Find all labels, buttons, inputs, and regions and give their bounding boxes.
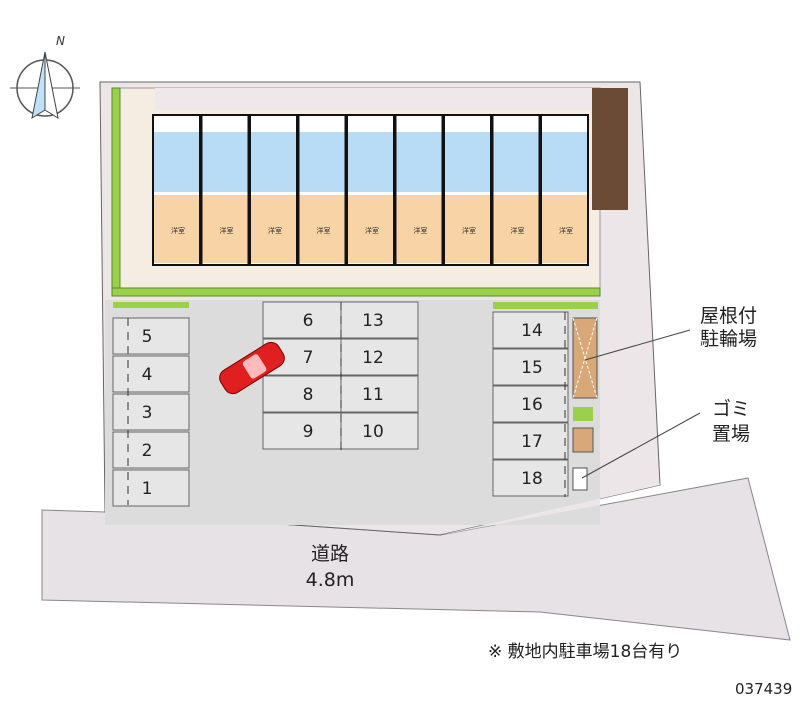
parking-slot: 12: [340, 338, 419, 376]
property-code: 037439: [735, 680, 793, 698]
room-label: 洋室: [317, 226, 331, 235]
room-label: 洋室: [220, 226, 234, 235]
parking-slot-number: 1: [142, 479, 153, 499]
hedge: [113, 302, 189, 308]
parking-slot: 17: [492, 422, 569, 460]
parking-slot: 10: [340, 412, 419, 450]
hedge: [111, 287, 601, 297]
apartment-unit: 洋室: [297, 114, 347, 266]
parking-slot-number: 3: [142, 403, 153, 423]
parking-slot: 16: [492, 385, 569, 423]
hedge: [111, 87, 121, 289]
room-label: 洋室: [171, 226, 185, 235]
road-width: 4.8m: [306, 569, 355, 591]
room-label: 洋室: [414, 226, 428, 235]
parking-slot-number: 7: [303, 348, 314, 368]
parking-slot-number: 18: [521, 469, 543, 489]
apartment-unit: 洋室: [249, 114, 298, 266]
hedge: [493, 302, 598, 309]
road-name: 道路: [311, 543, 349, 565]
parking-slot-number: 17: [521, 432, 543, 452]
parking-slot-number: 12: [362, 348, 384, 368]
parking-slot-number: 9: [303, 422, 314, 442]
compass-icon: N: [10, 34, 80, 120]
parking-slot: 5: [112, 317, 190, 355]
parking-slot: 3: [112, 393, 190, 431]
parking-slot: 15: [492, 348, 569, 386]
apartment-unit: 洋室: [346, 114, 395, 266]
parking-slot: 9: [262, 412, 342, 450]
apartment-unit: 洋室: [394, 114, 444, 266]
parking-slot-number: 13: [362, 311, 384, 331]
trash-label-1: ゴミ: [712, 398, 750, 420]
apartment-unit: 洋室: [540, 114, 589, 266]
parking-slot-number: 8: [303, 385, 314, 405]
apartment-unit: 洋室: [491, 114, 541, 266]
parking-slot: 1: [112, 469, 190, 507]
parking-slot: 6: [262, 301, 342, 339]
parking-slot-number: 2: [142, 441, 153, 461]
parking-slot-number: 11: [362, 385, 384, 405]
parking-slot: 14: [492, 311, 569, 349]
parking-slot: 8: [262, 375, 342, 413]
parking-slot-number: 16: [521, 395, 543, 415]
room-label: 洋室: [365, 226, 379, 235]
trash-area: [572, 467, 588, 491]
parking-slot-number: 14: [521, 321, 543, 341]
parking-slot-number: 4: [142, 365, 153, 385]
parking-slot: 18: [492, 459, 569, 497]
apartment-building: 洋室 洋室 洋室 洋室 洋室 洋室 洋室 洋室 洋室: [152, 114, 589, 266]
parking-slot-number: 10: [362, 422, 384, 442]
room-label: 洋室: [268, 226, 282, 235]
bike-label-2: 駐輪場: [700, 328, 757, 350]
apartment-unit: 洋室: [200, 114, 250, 266]
storage-deck: [592, 88, 628, 210]
parking-slot: 4: [112, 355, 190, 393]
parking-footnote: ※ 敷地内駐車場18台有り: [488, 642, 683, 662]
room-label: 洋室: [511, 226, 525, 235]
apartment-unit: 洋室: [443, 114, 492, 266]
trash-label-2: 置場: [712, 423, 750, 445]
apartment-unit: 洋室: [152, 114, 201, 266]
parking-slot-number: 15: [521, 358, 543, 378]
parking-slot-number: 6: [303, 311, 314, 331]
parking-slot: 2: [112, 431, 190, 469]
car-icon: [219, 341, 285, 395]
room-label: 洋室: [559, 226, 573, 235]
room-label: 洋室: [462, 226, 476, 235]
north-label: N: [56, 34, 65, 48]
parking-slot: 11: [340, 375, 419, 413]
parking-slot: 13: [340, 301, 419, 339]
parking-slot-number: 5: [142, 327, 153, 347]
bike-label-1: 屋根付: [700, 305, 757, 327]
